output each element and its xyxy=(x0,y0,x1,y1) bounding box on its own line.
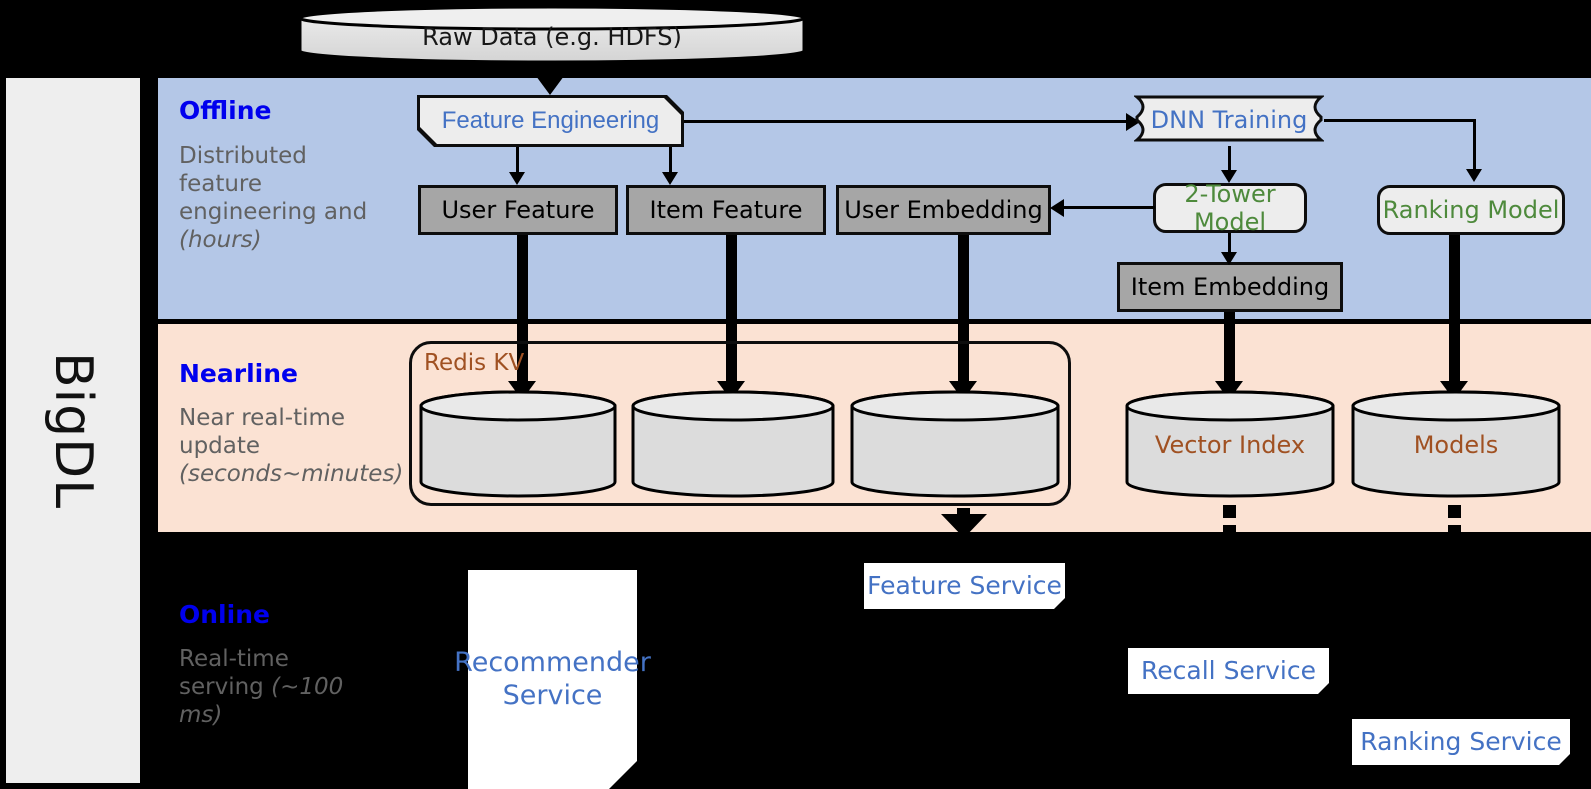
page-fold-icon xyxy=(1054,598,1065,609)
user-embedding-store-cylinder[interactable] xyxy=(849,389,1061,499)
ranking-service-label: Ranking Service xyxy=(1360,727,1562,756)
arrowhead-fe-itemfeature xyxy=(662,172,678,185)
arrowhead-twotower-userembedding xyxy=(1050,199,1064,217)
raw-data-cylinder: Raw Data (e.g. HDFS) xyxy=(297,4,807,65)
arrowhead-fe-userfeature xyxy=(509,172,525,185)
vector-index-cylinder[interactable]: Vector Index xyxy=(1124,389,1336,499)
models-label: Models xyxy=(1413,431,1499,459)
arrowhead-dnn-twotower xyxy=(1221,170,1237,183)
connector-twotower-itemembedding xyxy=(1228,233,1231,255)
stub-recall-service-b xyxy=(1223,525,1236,538)
connector-fe-userfeature xyxy=(516,147,519,175)
page-fold-icon xyxy=(609,761,637,789)
online-band-subtitle: Real-time serving (~100 ms) xyxy=(179,646,344,729)
pipe-user-feature xyxy=(517,235,528,387)
connector-dnn-ranking-h xyxy=(1324,119,1476,122)
connector-fe-dnn xyxy=(684,120,1132,123)
platform-rail-label: BigDL xyxy=(6,78,140,783)
arrowhead-twotower-itemembedding xyxy=(1221,252,1237,265)
nearline-band-subtitle: Near real-time update (seconds~minutes) xyxy=(179,405,404,488)
recommender-service-node[interactable]: Recommender Service xyxy=(454,570,651,789)
offline-band-subtitle-emphasis: (hours) xyxy=(179,227,262,254)
user-feature-label: User Feature xyxy=(441,196,595,224)
platform-name: BigDL xyxy=(43,351,103,510)
connector-rawdata-fe xyxy=(550,62,553,84)
dnn-training-label: DNN Training xyxy=(1150,106,1308,134)
item-embedding-label: Item Embedding xyxy=(1130,273,1330,301)
item-feature-label: Item Feature xyxy=(649,196,803,224)
pipe-user-embedding xyxy=(958,235,969,387)
pipe-ranking-model xyxy=(1449,235,1460,387)
ranking-model-node[interactable]: Ranking Model xyxy=(1377,185,1565,235)
item-feature-store-cylinder[interactable] xyxy=(630,389,836,499)
nearline-band-subtitle-emphasis: (seconds~minutes) xyxy=(179,461,404,488)
offline-band-subtitle: Distributed feature engineering and (hou… xyxy=(179,143,368,254)
feature-service-node[interactable]: Feature Service xyxy=(864,563,1065,609)
vector-index-label: Vector Index xyxy=(1154,431,1306,459)
connector-fe-itemfeature xyxy=(669,147,672,175)
two-tower-model-node[interactable]: 2-Tower Model xyxy=(1153,180,1307,236)
connector-dnn-twotower xyxy=(1228,146,1231,173)
page-fold-icon xyxy=(1559,754,1570,765)
offline-band-title: Offline xyxy=(179,96,272,125)
item-feature-node[interactable]: Item Feature xyxy=(626,185,826,235)
arrowhead-dnn-ranking xyxy=(1466,169,1482,182)
feature-engineering-label: Feature Engineering xyxy=(441,107,660,134)
redis-kv-label: Redis KV xyxy=(424,350,525,376)
item-embedding-node[interactable]: Item Embedding xyxy=(1117,262,1343,312)
arrowhead-rawdata-fe xyxy=(536,76,564,95)
connector-dnn-ranking-v xyxy=(1473,119,1476,171)
ranking-model-label: Ranking Model xyxy=(1382,196,1560,224)
connector-twotower-userembedding xyxy=(1063,206,1155,209)
user-embedding-node[interactable]: User Embedding xyxy=(836,185,1051,235)
recall-service-label: Recall Service xyxy=(1141,656,1316,685)
dnn-training-node[interactable]: DNN Training xyxy=(1134,94,1324,146)
stub-recall-service-a xyxy=(1223,505,1236,518)
nearline-band-title: Nearline xyxy=(179,359,298,388)
redis-kv-container xyxy=(409,341,1071,506)
online-band-subtitle-emphasis: (~100 ms) xyxy=(179,674,344,729)
recommender-service-label: Recommender Service xyxy=(454,647,651,711)
feature-engineering-node[interactable]: Feature Engineering xyxy=(417,95,684,147)
user-feature-node[interactable]: User Feature xyxy=(418,185,618,235)
feature-service-label: Feature Service xyxy=(867,571,1062,600)
pipe-item-feature xyxy=(726,235,737,387)
recall-service-node[interactable]: Recall Service xyxy=(1128,648,1329,694)
feature-engineering-inner: Feature Engineering xyxy=(420,98,681,144)
stub-ranking-service-b xyxy=(1448,525,1461,538)
page-fold-icon xyxy=(1318,683,1329,694)
user-embedding-label: User Embedding xyxy=(844,196,1043,224)
arrowhead-feature-service xyxy=(941,514,987,538)
stub-ranking-service-a xyxy=(1448,505,1461,518)
platform-rail: BigDL xyxy=(6,78,140,783)
ranking-service-node[interactable]: Ranking Service xyxy=(1352,719,1570,765)
user-feature-store-cylinder[interactable] xyxy=(418,389,618,499)
online-band-title: Online xyxy=(179,600,270,629)
pipe-item-embedding xyxy=(1224,312,1235,387)
raw-data-label: Raw Data (e.g. HDFS) xyxy=(422,23,682,51)
models-cylinder[interactable]: Models xyxy=(1350,389,1562,499)
two-tower-model-label: 2-Tower Model xyxy=(1184,180,1276,236)
